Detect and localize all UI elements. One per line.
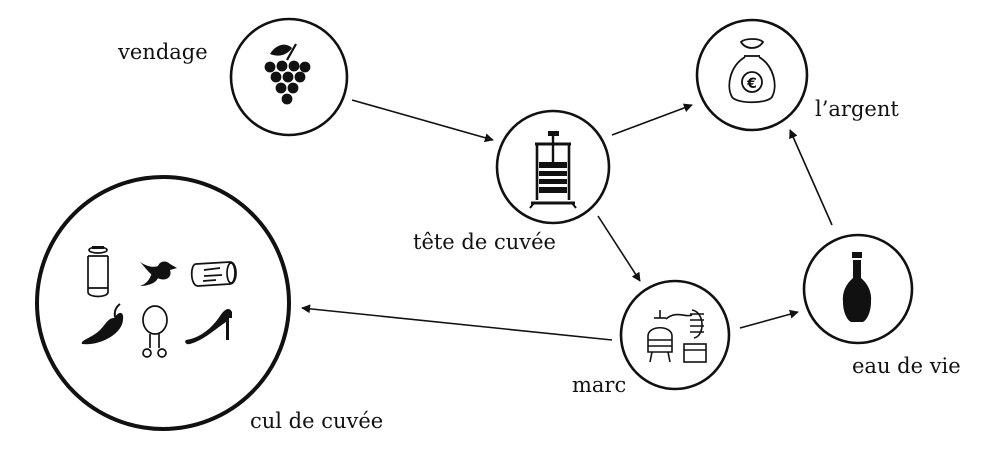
label-vendage: vendage xyxy=(117,40,208,64)
pepper-icon xyxy=(81,303,124,345)
edge-tete-to-argent xyxy=(611,103,693,136)
label-tete-de-cuvee: tête de cuvée xyxy=(413,230,556,254)
edge-tete-to-marc xyxy=(597,215,641,282)
can-icon xyxy=(87,246,109,298)
bird-icon xyxy=(140,261,177,286)
node-tete-de-cuvee: tête de cuvée xyxy=(413,109,611,254)
label-eau-de-vie: eau de vie xyxy=(852,354,961,378)
edge-marc-to-eaudevie xyxy=(739,309,799,329)
edge-vendage-to-tete xyxy=(351,99,494,143)
high-heel-icon xyxy=(185,309,232,345)
edge-marc-to-cul xyxy=(301,304,613,341)
log-icon xyxy=(190,261,237,287)
bottle-icon xyxy=(842,252,872,322)
label-argent: l’argent xyxy=(815,97,899,121)
node-marc: marc xyxy=(572,279,731,397)
edge-eaudevie-to-argent xyxy=(789,129,833,226)
label-marc: marc xyxy=(572,373,626,397)
drumstick-icon xyxy=(142,305,168,358)
node-vendage: vendage xyxy=(117,17,349,137)
edges xyxy=(301,99,833,341)
euro-symbol: € xyxy=(746,76,757,92)
distillery-icon xyxy=(647,309,707,363)
wine-press-icon xyxy=(529,131,577,209)
node-cul-de-cuvee: cul de cuvée xyxy=(35,175,383,433)
money-bag-icon xyxy=(728,38,776,104)
node-eau-de-vie: eau de vie xyxy=(802,233,961,378)
label-cul-de-cuvee: cul de cuvée xyxy=(250,409,383,433)
node-argent: € l’argent xyxy=(695,18,899,132)
grapes-icon xyxy=(264,43,311,105)
